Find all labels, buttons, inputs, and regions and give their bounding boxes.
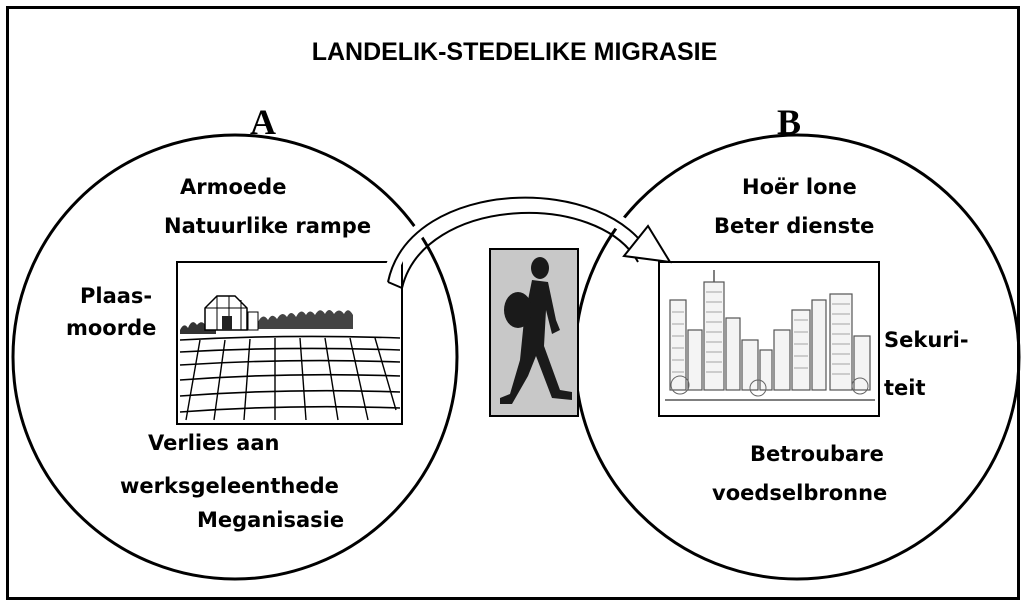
label-voedselbronne: voedselbronne [712,481,888,505]
label-natuurlike-rampe: Natuurlike rampe [164,214,372,238]
label-beter-dienste: Beter dienste [714,214,875,238]
circle-a [11,133,459,581]
label-meganisasie: Meganisasie [197,508,345,532]
city-picture [658,261,880,417]
diagram-frame [6,6,1020,600]
diagram-title: LANDELIK-STEDELIKE MIGRASIE [311,38,718,66]
label-werksgeleenthede: werksgeleenthede [120,474,339,498]
label-teit: teit [884,376,926,400]
label-verlies: Verlies aan [148,431,280,455]
circle-b-letter: B [777,102,802,142]
label-moorde: moorde [66,316,157,340]
label-plaas: Plaas- [80,284,153,308]
circle-a-letter: A [250,102,276,142]
walking-person-icon [500,257,572,404]
migration-arrow [381,190,672,289]
label-sekuri: Sekuri- [884,328,969,352]
label-armoede: Armoede [180,175,287,199]
label-betroubare: Betroubare [750,442,884,466]
walker-panel [489,248,579,417]
farm-picture [176,261,403,425]
label-hoer-lone: Hoër lone [742,175,857,199]
